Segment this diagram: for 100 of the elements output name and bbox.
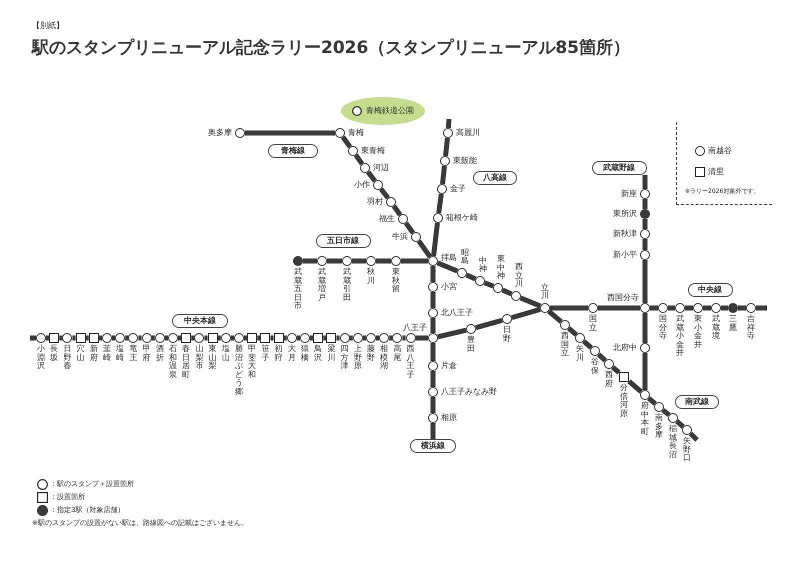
track-line: [484, 280, 494, 289]
track-line: [430, 343, 436, 361]
track-line: [284, 336, 287, 340]
station-name: 西立川: [515, 263, 523, 289]
track-line: [270, 336, 274, 340]
station-name: 箱根ケ崎: [446, 214, 478, 222]
track-line: [738, 306, 746, 310]
track-line: [647, 396, 657, 406]
station-name: 日野: [503, 326, 511, 344]
track-line: [443, 138, 450, 156]
station-name: 羽村: [367, 198, 383, 206]
station-name: 日野春: [63, 345, 72, 371]
track-line: [416, 336, 428, 340]
track-line: [642, 353, 648, 390]
track-line: [245, 130, 335, 136]
station-name: 甲府: [142, 345, 151, 362]
track-line: [642, 313, 648, 343]
track-line: [582, 339, 593, 350]
station-name: 武蔵増戸: [318, 268, 326, 302]
station-name: 高麗川: [456, 129, 480, 137]
track-line: [366, 170, 377, 183]
station-name: 東青梅: [361, 147, 385, 155]
station-name: 東小金井: [694, 315, 702, 350]
track-line: [404, 222, 416, 234]
track-line: [310, 336, 314, 340]
station-name: 府中本町: [641, 402, 649, 436]
line-name-tag: 中央線: [688, 283, 732, 297]
station-name: 秋川: [367, 268, 375, 286]
track-line: [323, 336, 326, 340]
station-name: 矢野口: [683, 437, 691, 463]
station-name: 武蔵小金井: [676, 315, 684, 358]
track-line: [416, 240, 432, 258]
track-line: [430, 292, 436, 308]
track-line: [675, 419, 685, 429]
track-line: [598, 306, 640, 310]
station-name: 立川: [541, 284, 549, 301]
station-name: 昭島: [461, 248, 469, 266]
track-line: [642, 260, 648, 303]
station-name: 西八王子: [406, 345, 415, 380]
station-name: 吉祥寺: [747, 315, 755, 341]
station-name: 韮崎: [103, 345, 111, 362]
track-line: [354, 154, 364, 166]
track-line: [436, 260, 458, 274]
station-name: 塩山: [222, 345, 230, 362]
track-line: [685, 306, 693, 310]
station-name: 竜王: [129, 345, 138, 362]
station-name: 新秋津: [613, 230, 637, 238]
track-line: [437, 328, 467, 340]
station-name: 奥多摩: [208, 129, 232, 137]
station-name: 国立: [589, 315, 597, 332]
track-line: [520, 296, 542, 308]
station-name: 猿橋: [301, 345, 309, 362]
track-line: [296, 336, 300, 340]
track-line: [46, 336, 50, 340]
line-name-tag: 横浜線: [410, 439, 456, 453]
station-name: 南多摩: [655, 414, 663, 440]
track-line: [257, 336, 260, 340]
track-line: [475, 318, 503, 330]
station-name: 片倉: [441, 362, 457, 370]
track-line: [125, 336, 128, 340]
station-name: 穴山: [76, 345, 85, 362]
station-name: 西府: [605, 371, 613, 388]
track-line: [178, 336, 182, 340]
line-name-tag: 武蔵野線: [592, 161, 646, 175]
track-line: [164, 336, 168, 340]
track-line: [327, 258, 342, 264]
station-name: 新小平: [613, 251, 637, 259]
track-line: [642, 199, 648, 209]
station-name: 新府: [90, 345, 98, 362]
station-name: 藤野: [367, 345, 375, 362]
station-name: 小淵沢: [37, 345, 45, 371]
station-name: 八王子みなみ野: [441, 388, 497, 396]
track-line: [502, 288, 512, 296]
track-line: [650, 306, 658, 310]
line-name-tag: 南武線: [675, 395, 719, 409]
track-line: [688, 432, 699, 442]
track-line: [392, 204, 402, 216]
track-line: [703, 306, 711, 310]
track-line: [402, 336, 406, 340]
station-name: 北八王子: [441, 309, 473, 317]
track-line: [59, 336, 62, 340]
track-line: [379, 187, 390, 200]
track-line: [466, 272, 476, 282]
line-name-tag: 青梅線: [268, 144, 318, 158]
line-name-tag: 八高線: [473, 171, 517, 185]
station-name: 梁川: [327, 345, 336, 362]
line-name-tag: 中央本線: [172, 314, 228, 328]
station-name: 東山梨: [208, 345, 217, 371]
title: 駅のスタンプリニューアル記念ラリー2026（スタンプリニューアル85箇所）: [32, 38, 630, 58]
station-name: 北府中: [613, 344, 637, 352]
dashed-panel: [676, 122, 772, 205]
track-line: [98, 336, 102, 340]
track-line: [446, 118, 452, 128]
track-line: [440, 166, 447, 184]
track-line: [204, 336, 208, 340]
station-name: 相模湖: [380, 345, 388, 371]
attachment-label: 【別紙】: [32, 22, 64, 30]
station-name: 南越谷: [708, 147, 732, 155]
track-line: [756, 306, 767, 310]
track-line: [362, 336, 366, 340]
